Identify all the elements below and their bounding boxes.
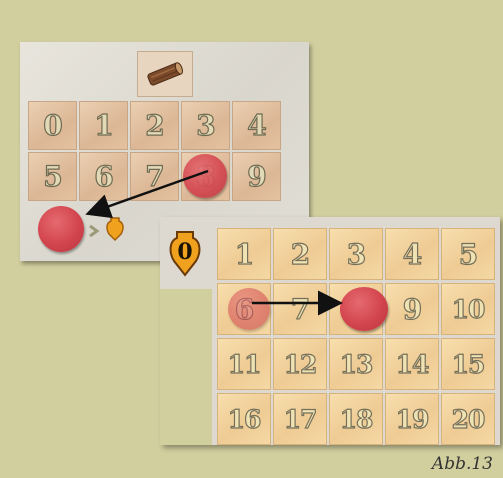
figure-caption: Abb.13 (432, 454, 493, 474)
wood-move-arrow (90, 171, 208, 213)
